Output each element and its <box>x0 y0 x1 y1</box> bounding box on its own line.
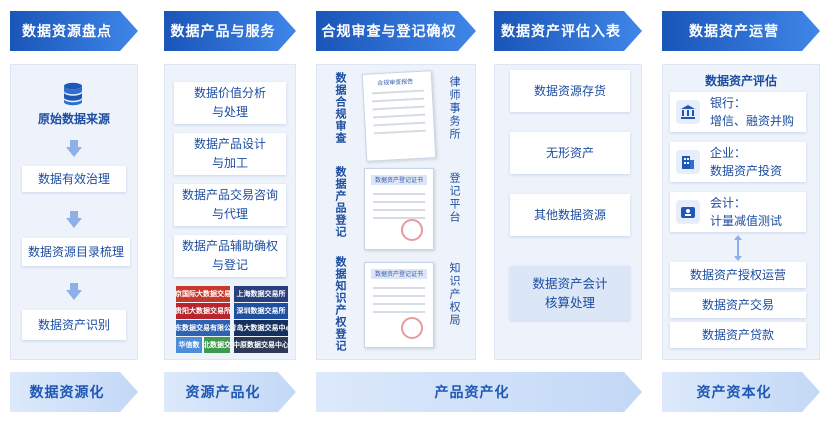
footer-label: 数据资源化 <box>29 385 105 401</box>
footer-capitalization: 资产资本化 <box>662 372 820 412</box>
service-rights-registration: 数据产品辅助确权 与登记 <box>174 235 286 277</box>
arrow-down-icon <box>66 283 82 300</box>
bank-icon <box>676 100 700 124</box>
asset-intangible: 无形资产 <box>510 132 630 174</box>
building-icon <box>676 150 700 174</box>
step-identify: 数据资产识别 <box>22 310 126 340</box>
exchange-logo: 深圳数据交易所 <box>234 303 288 319</box>
stage-header-label: 数据资产评估入表 <box>501 24 621 40</box>
exchange-logo: 华信数 <box>176 337 202 353</box>
eval-item-text: 会计：计量减值测试 <box>710 196 783 228</box>
eval-item-text: 企业：数据资产投资 <box>710 146 783 178</box>
asset-accounting: 数据资产会计 核算处理 <box>510 266 630 320</box>
service-product-design: 数据产品设计 与加工 <box>174 133 286 175</box>
asset-inventory: 数据资源存货 <box>510 70 630 112</box>
step-catalog: 数据资源目录梳理 <box>22 238 130 266</box>
source-label: 原始数据来源 <box>37 112 110 126</box>
exchange-logo: 中原数据交易中心 <box>234 337 288 353</box>
footer-label: 产品资产化 <box>434 385 510 401</box>
footer-assetization: 产品资产化 <box>316 372 642 412</box>
eval-title: 数据资产评估 <box>704 74 777 88</box>
footer-label: 资产资本化 <box>696 385 772 401</box>
stage-header-resource-inventory: 数据资源盘点 <box>10 11 138 51</box>
exchange-logo: 湖北数据交易 <box>204 337 230 353</box>
service-trade-consulting: 数据产品交易咨询 与代理 <box>174 184 286 226</box>
label-registration-platform: 登记平台 <box>448 172 461 224</box>
exchange-logo: 山东数据交易有限公司 <box>176 320 230 336</box>
stage-header-compliance: 合规审查与登记确权 <box>316 11 476 51</box>
footer-resourcization: 数据资源化 <box>10 372 138 412</box>
arrow-down-icon <box>66 140 82 157</box>
double-arrow-icon <box>734 235 742 261</box>
stage-header-evaluation: 数据资产评估入表 <box>494 11 642 51</box>
stage-header-label: 合规审查与登记确权 <box>321 24 457 40</box>
service-value-analysis: 数据价值分析 与处理 <box>174 82 286 124</box>
database-icon <box>64 82 82 106</box>
stage-header-label: 数据资源盘点 <box>22 24 112 40</box>
label-product-registration: 数据产品登记 <box>334 166 347 238</box>
op-authorized: 数据资产授权运营 <box>670 262 806 288</box>
doc-title: 合规审查报告 <box>377 78 414 88</box>
compliance-report-document: 合规审查报告 <box>361 70 437 162</box>
stage-header-label: 数据产品与服务 <box>170 24 276 40</box>
stage-header-label: 数据资产运营 <box>689 24 779 40</box>
stage-header-product-service: 数据产品与服务 <box>164 11 296 51</box>
op-trade: 数据资产交易 <box>670 292 806 318</box>
asset-other-resource: 其他数据资源 <box>510 194 630 236</box>
op-loan: 数据资产贷款 <box>670 322 806 348</box>
footer-productization: 资源产品化 <box>164 372 296 412</box>
stage-header-operation: 数据资产运营 <box>662 11 820 51</box>
ip-certificate: 数据资产登记证书 <box>364 262 434 348</box>
exchange-logo: 上海数据交易所 <box>234 286 288 302</box>
accountant-icon <box>676 200 700 224</box>
footer-label: 资源产品化 <box>185 385 261 401</box>
label-ip-office: 知识产权局 <box>448 262 461 327</box>
registration-certificate: 数据资产登记证书 <box>364 168 434 250</box>
step-governance: 数据有效治理 <box>22 166 126 192</box>
eval-item-text: 银行：增信、融资并购 <box>710 96 795 128</box>
arrow-down-icon <box>66 211 82 228</box>
exchange-logo: 北京国际大数据交易所 <box>176 286 230 302</box>
label-compliance-review: 数据合规审查 <box>334 72 347 144</box>
exchange-logo: 贵阳大数据交易所 <box>176 303 230 319</box>
label-law-firm: 律师事务所 <box>448 76 461 141</box>
label-ip-registration: 数据知识产权登记 <box>334 256 347 352</box>
exchange-logo: 青岛大数据交易中心 <box>234 320 288 336</box>
